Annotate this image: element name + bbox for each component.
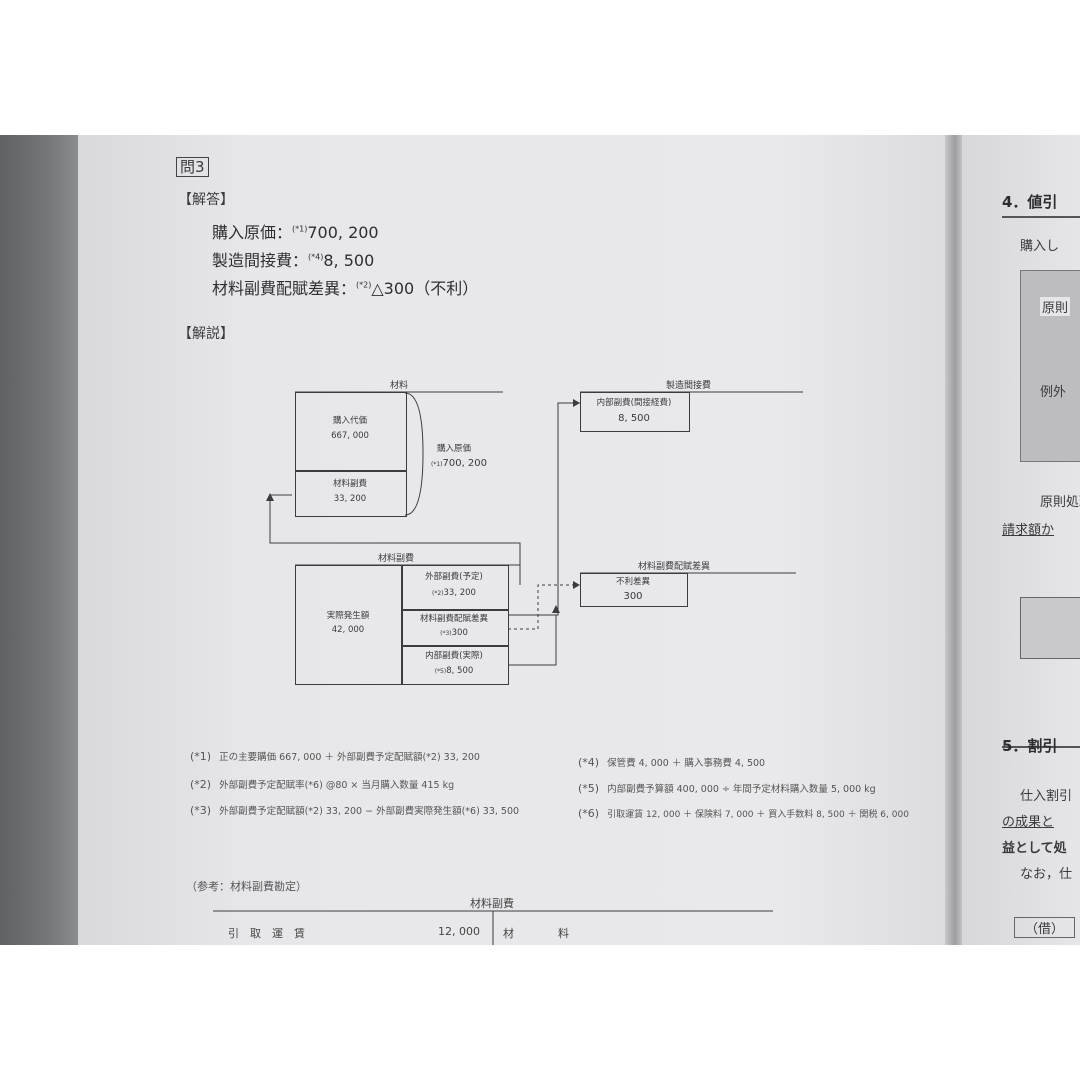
internal-sub-indirect-value: 8, 500 (618, 413, 650, 424)
book-spine (0, 135, 78, 945)
section-4-line-1: 購入し (1020, 239, 1060, 254)
variance-account-title: 材料副費配賦差異 (638, 562, 711, 572)
box-label-principle: 原則 (1040, 297, 1071, 316)
note-1: (*1)正の主要購価 667, 000 ＋ 外部副費予定配賦額(*2) 33, … (190, 750, 480, 763)
note-6: (*6)引取運賃 12, 000 ＋ 保険料 7, 000 ＋ 買入手数料 8,… (578, 807, 909, 820)
reference-left-label: 引 取 運 賃 (228, 927, 305, 940)
purchase-price-value: 667, 000 (331, 431, 369, 441)
note-2: (*2)外部副費予定配賦率(*6) @80 × 当月購入数量 415 kg (190, 778, 455, 791)
internal-actual-value: (*5)8, 500 (434, 666, 474, 676)
internal-actual-label: 内部副費(実際) (425, 651, 483, 661)
purchase-price-label: 購入代価 (332, 416, 367, 426)
book-gutter (945, 135, 965, 945)
note-4: (*4)保管費 4, 000 ＋ 購入事務費 4, 500 (578, 756, 766, 769)
answer-heading: 【解答】 (178, 192, 234, 208)
purchase-price-cell (295, 392, 407, 472)
sub-cost-account-title: 材料副費 (378, 554, 415, 564)
reference-title: 材料副費 (470, 897, 514, 910)
purchase-cost-value: (*1)700, 200 (430, 458, 488, 469)
book-photo: 問3 【解答】 購入原価：(*1)700, 200 製造間接費：(*4)8, 5… (0, 135, 1080, 945)
text-note: なお，仕 (1020, 867, 1073, 882)
note-3: (*3)外部副費予定配賦額(*2) 33, 200 − 外部副費実際発生額(*6… (190, 804, 520, 817)
note-5: (*5)内部副費予算額 400, 000 ÷ 年間予定材料購入数量 5, 000… (578, 782, 876, 795)
reference-left-value: 12, 000 (438, 925, 480, 938)
material-sub-cost-label: 材料副費 (332, 479, 367, 489)
text-claim: 請求額か (1002, 523, 1055, 538)
reference-right-label: 材 料 (503, 927, 569, 940)
section-5-title: 5．割引 (1002, 737, 1058, 755)
reference-heading: （参考：材料副費勘定） (186, 880, 307, 893)
text-profit: 益として処 (1002, 841, 1067, 856)
actual-incurred-label: 実際発生額 (326, 611, 370, 621)
box-label-exception: 例外 (1040, 385, 1067, 400)
unfavorable-label: 不利差異 (615, 577, 650, 587)
answer-purchase-cost: 購入原価：(*1)700, 200 (212, 223, 379, 242)
internal-sub-indirect-cell (580, 392, 690, 432)
right-page: 4．値引 購入し 原則 例外 原則処理 請求額か 5．割引 仕入割引 の成果と … (962, 135, 1080, 945)
overhead-account-title: 製造間接費 (666, 381, 712, 391)
internal-sub-indirect-label: 内部副費(間接経費) (596, 398, 672, 408)
answer-variance: 材料副費配賦差異：(*2)△300（不利） (212, 279, 479, 298)
unfavorable-value: 300 (623, 591, 643, 602)
reference-account-lines (213, 910, 773, 945)
text-debit: （借） (1014, 917, 1076, 938)
material-sub-cost-value: 33, 200 (333, 494, 367, 504)
actual-incurred-value: 42, 000 (331, 625, 365, 635)
external-planned-value: (*2)33, 200 (432, 588, 476, 598)
text-principle: 原則処理 (1040, 495, 1080, 510)
question-label: 問3 (176, 157, 209, 177)
material-account-title: 材料 (390, 381, 409, 391)
external-planned-label: 外部副費(予定) (425, 572, 483, 582)
explanation-heading: 【解説】 (178, 326, 234, 342)
right-page-lines (1002, 216, 1080, 748)
material-sub-cost-cell (295, 470, 407, 517)
highlight-box (1020, 597, 1080, 659)
section-4-title: 4．値引 (1002, 193, 1058, 211)
unfavorable-cell (580, 573, 688, 607)
left-page: 問3 【解答】 購入原価：(*1)700, 200 製造間接費：(*4)8, 5… (78, 135, 952, 945)
actual-incurred-cell (295, 565, 403, 685)
answer-overhead: 製造間接費：(*4)8, 500 (212, 251, 375, 270)
variance-cell (401, 609, 509, 647)
internal-actual-cell (401, 645, 509, 685)
text-outcome: の成果と (1002, 815, 1055, 830)
variance-label: 材料副費配賦差異 (419, 614, 488, 624)
text-purchase-discount: 仕入割引 (1020, 789, 1073, 804)
external-planned-cell (401, 565, 509, 611)
variance-value: (*3)300 (440, 628, 468, 638)
purchase-cost-label: 購入原価 (436, 444, 471, 454)
